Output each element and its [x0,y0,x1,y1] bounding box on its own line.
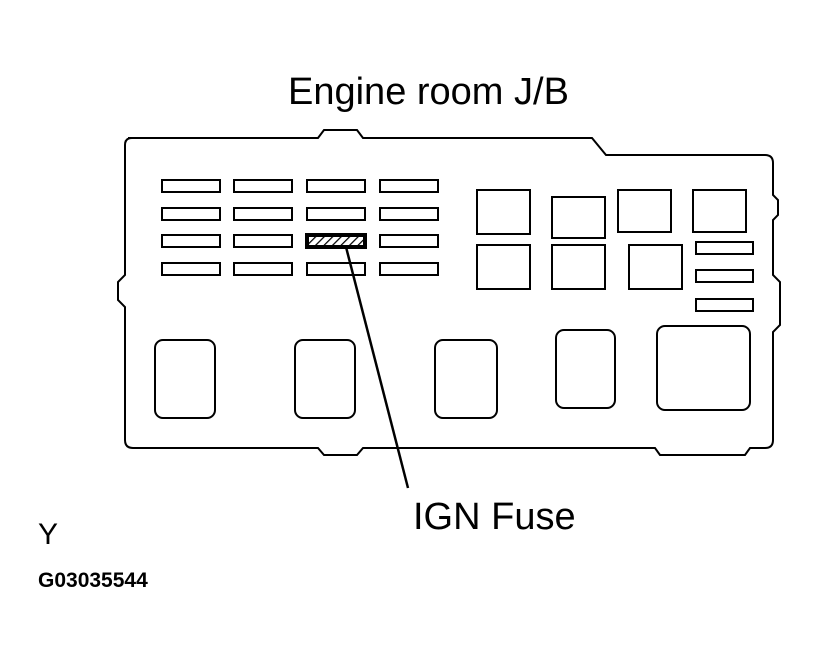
fuse-slot [306,179,366,193]
fuse-slot [161,234,221,248]
small-fuse-slot [695,269,754,283]
corner-letter: Y [38,518,59,551]
fuse-slot [379,179,439,193]
relay-block [628,244,683,290]
fuse-slot [161,207,221,221]
small-fuse-slot [695,298,754,312]
relay-block [551,196,606,239]
fuse-slot [161,262,221,276]
fuse-slot [379,234,439,248]
fuse-slot [233,262,293,276]
connector-socket [656,325,751,411]
small-fuse-slot [695,241,754,255]
relay-block [551,244,606,290]
figure-code: G03035544 [38,569,148,592]
relay-block [617,189,672,233]
fuse-slot [379,262,439,276]
relay-block [476,244,531,290]
fuse-slot [233,179,293,193]
fuse-slot [379,207,439,221]
fuse-grid [161,179,439,276]
relay-group [476,189,747,290]
connector-socket [154,339,216,419]
small-fuse-group [695,241,754,312]
fuse-slot [306,207,366,221]
fuse-slot [306,262,366,276]
relay-block [476,189,531,235]
fuse-slot [161,179,221,193]
ign-fuse-hatch [309,237,363,245]
diagram-title: Engine room J/B [288,71,569,113]
connector-socket [434,339,498,419]
fuse-slot [233,207,293,221]
relay-block [692,189,747,233]
ign-fuse-callout: IGN Fuse [413,496,576,538]
connector-socket [294,339,356,419]
fuse-slot [233,234,293,248]
callout-leader-line [344,246,410,489]
connector-group [154,325,751,419]
connector-socket [555,329,616,409]
